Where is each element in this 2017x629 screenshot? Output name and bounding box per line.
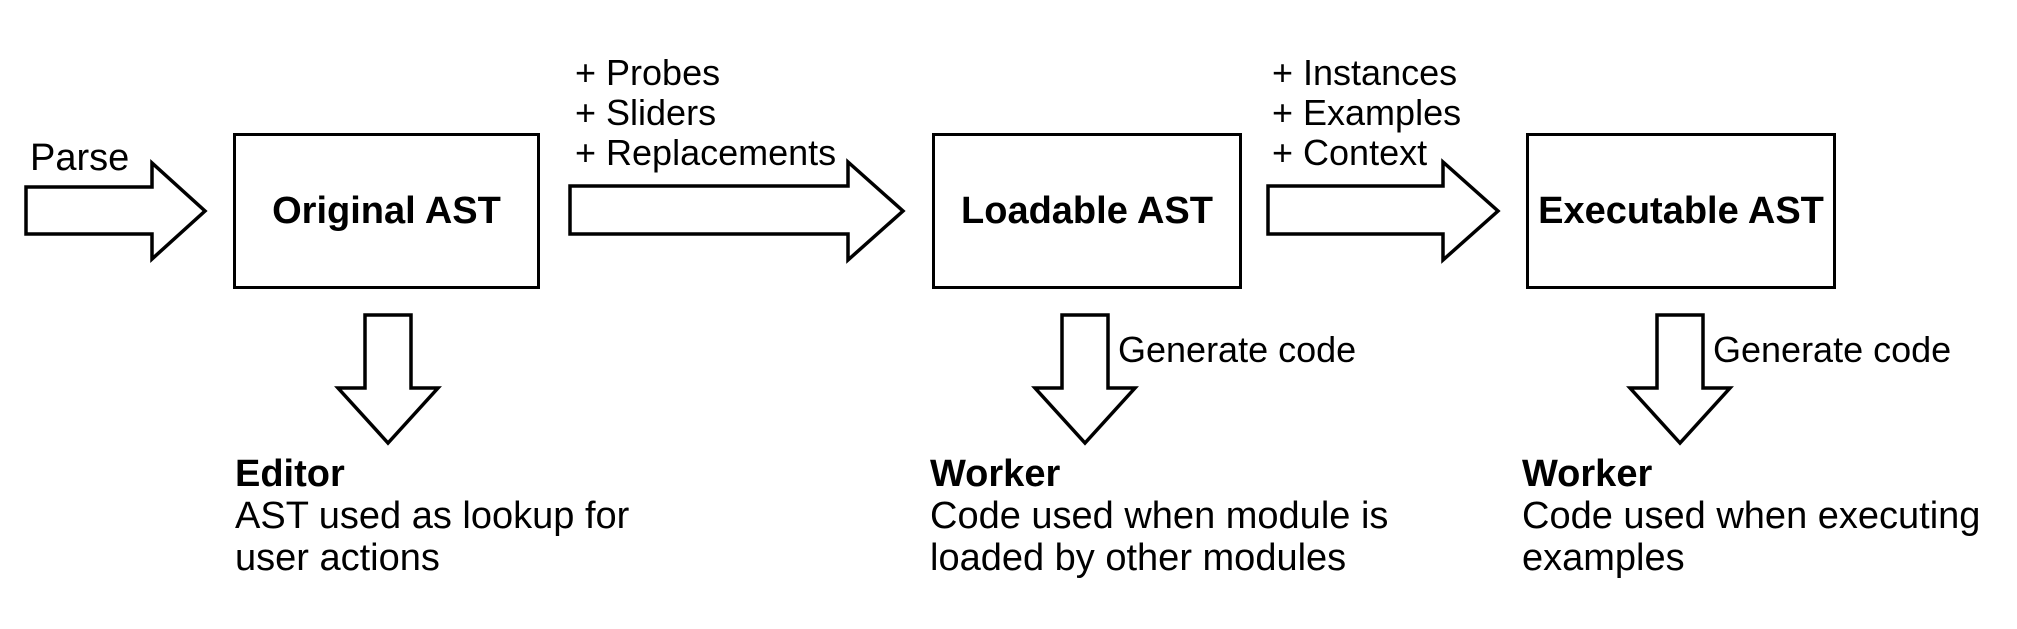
editor-note: Editor AST used as lookup for user actio… [235,453,629,579]
stage-box-loadable-ast: Loadable AST [932,133,1242,289]
note-line: Code used when executing [1522,495,1981,537]
note-line: loaded by other modules [930,537,1347,579]
worker-load-down-arrow-icon [1031,313,1139,446]
note-line: Code used when module is [930,495,1389,537]
to-loadable-flow-arrow-icon [568,158,906,264]
worker-load-note: Worker Code used when module is loaded b… [930,453,1388,579]
note-title: Editor [235,453,345,495]
stage-title: Loadable AST [961,189,1213,232]
to-executable-flow-arrow-icon [1266,158,1501,264]
note-title: Worker [1522,453,1653,495]
stage-box-original-ast: Original AST [233,133,540,289]
annotation-line: + Context [1272,132,1428,173]
to-executable-annotations: + Instances + Examples + Context [1272,53,1461,173]
annotation-line: + Probes [575,52,721,93]
note-line: AST used as lookup for [235,495,630,537]
note-title: Worker [930,453,1061,495]
stage-box-executable-ast: Executable AST [1526,133,1836,289]
annotation-line: + Sliders [575,92,717,133]
parse-flow-arrow-icon [24,159,208,263]
stage-title: Executable AST [1538,189,1824,232]
annotation-line: + Instances [1272,52,1458,93]
stage-title: Original AST [272,189,501,232]
editor-down-arrow-icon [334,313,442,446]
note-line: examples [1522,537,1685,579]
worker-exec-note: Worker Code used when executing examples [1522,453,1980,579]
to-loadable-annotations: + Probes + Sliders + Replacements [575,53,836,173]
note-line: user actions [235,537,440,579]
worker-exec-down-arrow-icon [1626,313,1734,446]
annotation-line: + Replacements [575,132,837,173]
generate-code-label-loadable: Generate code [1118,329,1357,370]
generate-code-label-executable: Generate code [1713,329,1952,370]
annotation-line: + Examples [1272,92,1462,133]
parse-label: Parse [30,137,130,179]
